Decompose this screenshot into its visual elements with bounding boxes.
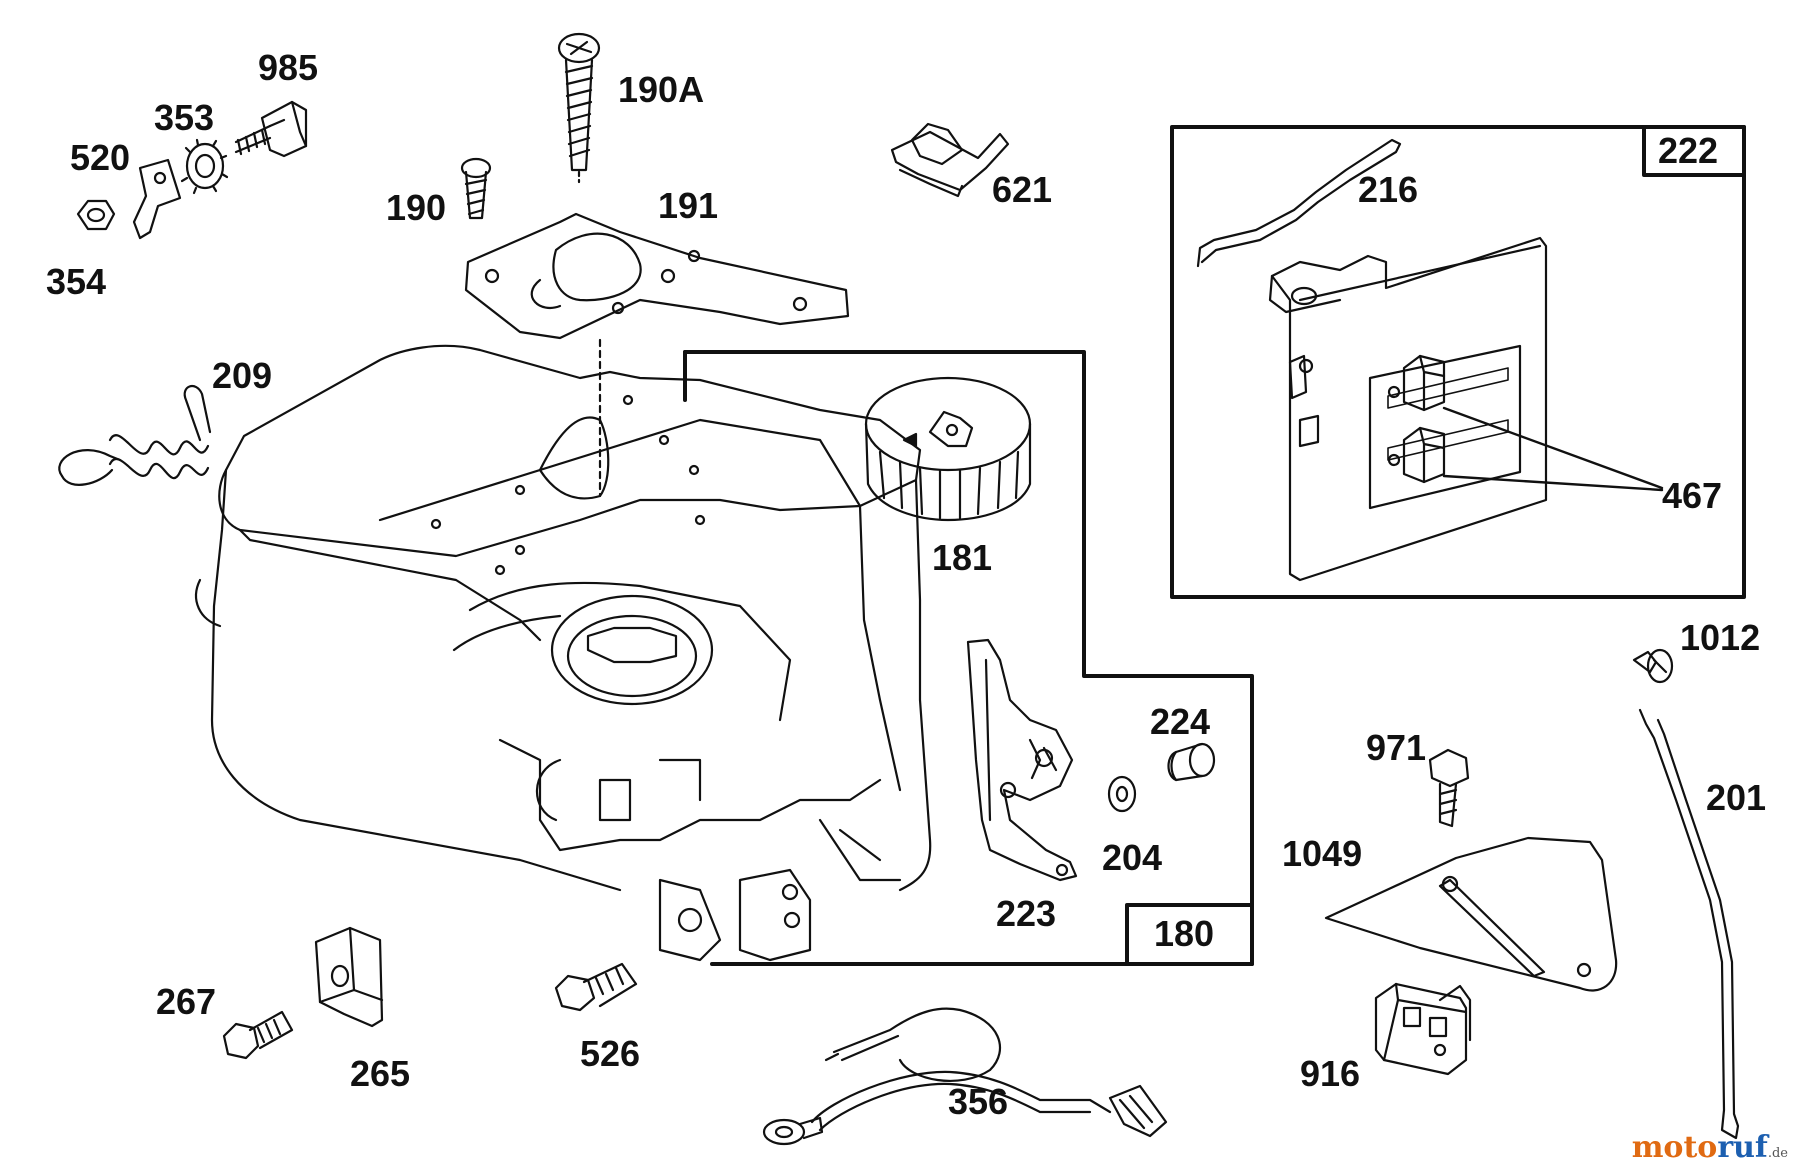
label-267: 267	[156, 981, 217, 1022]
label-353: 353	[154, 97, 215, 138]
terminal-520-drawing	[134, 160, 180, 238]
kit-box-180	[685, 352, 1252, 964]
watermark-part-3: .de	[1767, 1146, 1788, 1161]
bolt-971-drawing	[1430, 750, 1468, 826]
label-190a: 190A	[618, 69, 705, 110]
fuel-cap-181-drawing	[866, 378, 1030, 520]
nut-354-drawing	[78, 201, 114, 229]
clip-621-drawing	[892, 124, 1008, 196]
stud-985-drawing	[236, 102, 306, 156]
kit-222-content-drawing	[1198, 140, 1662, 580]
watermark-part-1: moto	[1631, 1130, 1718, 1165]
gasket-191-drawing	[466, 214, 848, 338]
washer-353-drawing	[182, 140, 227, 193]
label-223: 223	[996, 893, 1057, 934]
label-190: 190	[386, 187, 447, 228]
label-985: 985	[258, 47, 319, 88]
label-1049: 1049	[1282, 833, 1363, 874]
label-1012: 1012	[1680, 617, 1761, 658]
bolt-267-drawing	[224, 1012, 292, 1058]
label-265: 265	[350, 1053, 411, 1094]
label-181: 181	[932, 537, 993, 578]
plate-1049-drawing	[1326, 838, 1616, 990]
label-204: 204	[1102, 837, 1163, 878]
label-180: 180	[1154, 913, 1215, 954]
fuel-tank-drawing	[196, 340, 930, 960]
washer-204-drawing	[1109, 777, 1135, 811]
label-209: 209	[212, 355, 273, 396]
screw-1012-drawing	[1634, 650, 1672, 682]
label-971: 971	[1366, 727, 1427, 768]
rod-201-drawing	[1640, 710, 1738, 1138]
bolt-526-drawing	[556, 964, 636, 1010]
wire-356-drawing	[764, 1009, 1166, 1144]
kit-box-222	[1172, 127, 1744, 597]
spring-209-drawing	[59, 386, 210, 485]
label-216: 216	[1358, 169, 1419, 210]
label-356: 356	[948, 1081, 1009, 1122]
label-916: 916	[1300, 1053, 1361, 1094]
bracket-223-drawing	[968, 640, 1076, 880]
label-520: 520	[70, 137, 131, 178]
label-201: 201	[1706, 777, 1767, 818]
label-526: 526	[580, 1033, 641, 1074]
screw-190-drawing	[462, 159, 490, 218]
switch-916-drawing	[1376, 984, 1470, 1074]
clamp-265-drawing	[316, 928, 382, 1026]
label-621: 621	[992, 169, 1053, 210]
watermark-part-2: ruf	[1717, 1130, 1768, 1165]
label-354: 354	[46, 261, 107, 302]
label-224: 224	[1150, 701, 1211, 742]
watermark-logo: motoruf.de	[1632, 1133, 1788, 1163]
label-467: 467	[1662, 475, 1723, 516]
screw-190a-drawing	[559, 34, 599, 182]
label-191: 191	[658, 185, 719, 226]
label-222: 222	[1658, 130, 1719, 171]
screw-224-drawing	[1169, 744, 1215, 780]
